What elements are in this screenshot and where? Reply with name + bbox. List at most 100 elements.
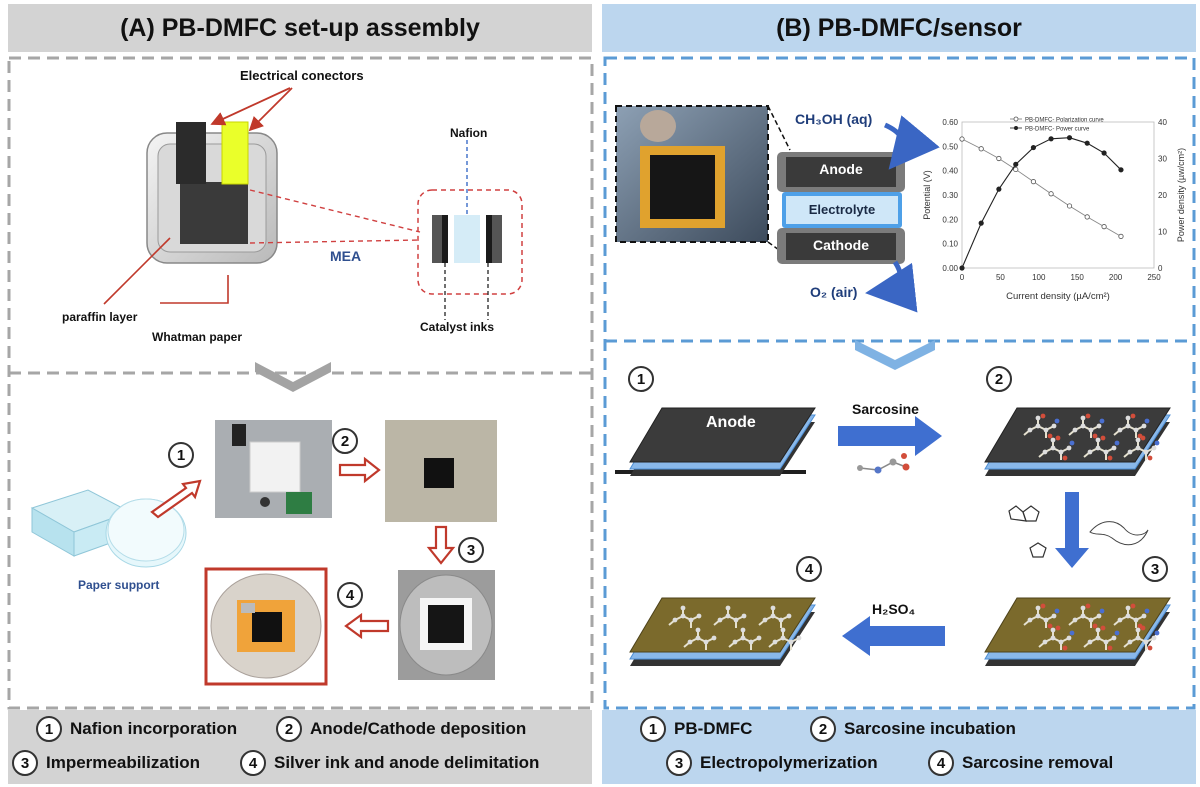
cyclic-voltammogram-icon — [1089, 521, 1149, 546]
chart-ylabel: Potential (V) — [922, 170, 932, 220]
molecule-atom — [1099, 418, 1105, 424]
label-cathode: Cathode — [813, 237, 869, 253]
molecule-atom — [1135, 627, 1141, 633]
step-badge-4: 4 — [337, 582, 363, 608]
molecule-atom — [1092, 623, 1098, 629]
plate-step-2 — [984, 407, 1171, 476]
molecule-atom — [695, 627, 701, 633]
chart-y2label: Power density (µw/cm²) — [1176, 148, 1186, 242]
label-mea: MEA — [330, 248, 362, 264]
molecule-atom — [1069, 630, 1075, 636]
process-badge-4: 4 — [796, 556, 822, 582]
power-point — [1048, 136, 1054, 142]
molecule-atom — [1144, 608, 1150, 614]
molecule-atom — [1027, 617, 1033, 623]
step-badge-1: 1 — [168, 442, 194, 468]
molecule-atom — [741, 613, 747, 619]
molecule-atom — [1087, 639, 1093, 645]
photo-step-3 — [398, 570, 495, 680]
chart-ytick-label: 0.50 — [942, 142, 958, 151]
molecule-atom — [1117, 427, 1123, 433]
molecule-atom — [1085, 413, 1091, 419]
panel-a-title: (A) PB-DMFC set-up assembly — [120, 13, 480, 42]
molecule-atom — [1047, 623, 1053, 629]
molecule-atom — [1035, 605, 1041, 611]
molecule-atom — [1042, 639, 1048, 645]
sarcosine-molecule-icon — [857, 453, 910, 474]
molecule-atom — [680, 613, 686, 619]
molecule-atom — [1111, 445, 1117, 451]
polarization-point — [1066, 203, 1073, 209]
molecule-atom — [1103, 449, 1109, 455]
molecule-atom — [1125, 415, 1131, 421]
chart-ytick-label: 0.60 — [942, 118, 958, 127]
arrow-sarcosine — [838, 416, 942, 456]
arrow-electropolymerization — [1055, 492, 1089, 568]
molecule-atom — [1035, 613, 1041, 619]
molecule-atom — [756, 635, 762, 641]
molecule-atom — [1147, 455, 1153, 461]
molecule-atom — [1135, 437, 1141, 443]
polarization-point — [1013, 166, 1019, 173]
molecule-atom — [1040, 603, 1046, 609]
polarization-point — [1118, 233, 1124, 239]
device-schematic — [103, 87, 421, 305]
molecule-atom — [770, 613, 776, 619]
label-paraffin-layer: paraffin layer — [62, 310, 138, 324]
power-point — [1101, 150, 1107, 156]
label-process-anode: Anode — [706, 414, 756, 431]
molecule-atom — [1135, 635, 1141, 641]
power-point — [1030, 144, 1037, 151]
chart-y2tick-label: 0 — [1158, 264, 1163, 273]
molecule-atom — [1087, 449, 1093, 455]
molecule-atom — [1147, 645, 1153, 651]
label-electrolyte: Electrolyte — [808, 202, 876, 217]
polarization-point — [978, 146, 984, 152]
molecule-atom — [1143, 639, 1149, 645]
power-point — [978, 220, 984, 226]
molecule-atom — [748, 639, 754, 645]
fuel-cell-photo — [615, 105, 791, 259]
label-sarcosine: Sarcosine — [852, 401, 919, 417]
molecule-atom — [1043, 617, 1049, 623]
arrow-to-step-1 — [150, 479, 202, 519]
molecule-atom — [1133, 427, 1139, 433]
molecule-atom — [1125, 613, 1131, 619]
molecule-atom — [1100, 625, 1106, 631]
molecule-atom — [1092, 433, 1098, 439]
chart-xtick-label: 200 — [1109, 273, 1123, 282]
chart-y2tick-label: 20 — [1158, 191, 1167, 200]
molecule-atom — [1051, 613, 1057, 619]
paper-support-image — [30, 489, 187, 568]
molecule-atom — [1054, 418, 1060, 424]
molecule-atom — [1130, 413, 1136, 419]
power-point — [1066, 135, 1073, 141]
monomer-icon — [1008, 505, 1047, 558]
molecule-atom — [1055, 625, 1061, 631]
process-badge-2: 2 — [986, 366, 1012, 392]
panel-a-header: (A) PB-DMFC set-up assembly — [8, 4, 592, 52]
molecule-atom — [703, 639, 709, 645]
molecule-atom — [725, 613, 731, 619]
molecule-atom — [1085, 603, 1091, 609]
molecule-atom — [786, 613, 792, 619]
molecule-atom — [1035, 423, 1041, 429]
photo-step-1 — [215, 420, 332, 518]
molecule-atom — [1154, 440, 1160, 446]
molecule-atom — [1080, 613, 1086, 619]
label-anode: Anode — [819, 161, 863, 177]
molecule-atom — [796, 635, 802, 641]
power-point — [1013, 161, 1019, 167]
molecule-atom — [1096, 423, 1102, 429]
molecule-atom — [1144, 418, 1150, 424]
molecule-atom — [1050, 437, 1056, 443]
